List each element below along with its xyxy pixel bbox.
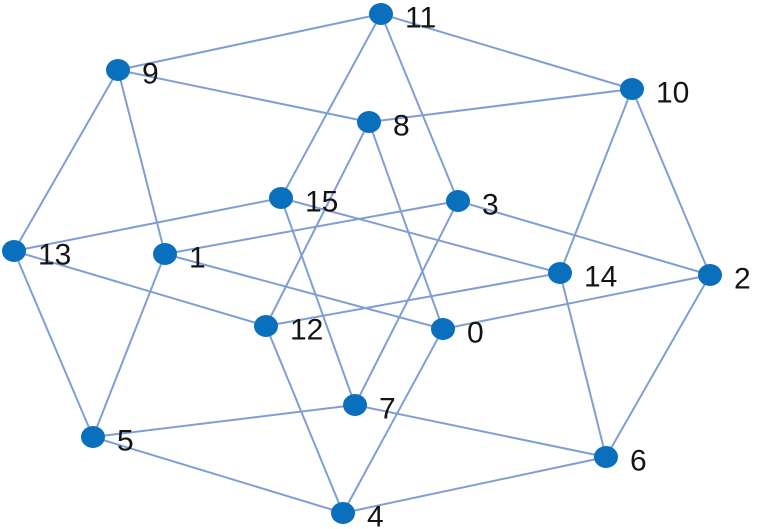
- edge-2-10: [631, 88, 711, 276]
- edge-10-11: [380, 13, 633, 90]
- node-label-8: 8: [393, 110, 410, 143]
- edge-7-15: [280, 197, 356, 406]
- edge-9-13: [13, 69, 119, 252]
- node-label-2: 2: [734, 263, 751, 296]
- node-label-15: 15: [305, 186, 338, 219]
- edge-1-5: [92, 253, 166, 438]
- node-label-5: 5: [117, 425, 134, 458]
- edge-6-7: [354, 404, 607, 458]
- node-9: [106, 59, 130, 81]
- node-label-1: 1: [189, 242, 206, 275]
- node-label-13: 13: [38, 239, 71, 272]
- node-6: [594, 446, 618, 468]
- node-label-12: 12: [290, 314, 323, 347]
- node-label-0: 0: [467, 317, 484, 350]
- edge-8-10: [368, 88, 633, 123]
- node-label-6: 6: [630, 445, 647, 478]
- node-3: [446, 190, 470, 212]
- node-11: [369, 3, 393, 25]
- edge-layer: [13, 13, 711, 514]
- edge-3-11: [380, 13, 459, 202]
- edge-5-13: [13, 250, 94, 438]
- node-15: [269, 187, 293, 209]
- edge-14-15: [280, 197, 561, 274]
- edge-0-2: [442, 274, 711, 330]
- node-label-3: 3: [482, 189, 499, 222]
- node-12: [254, 315, 278, 337]
- node-label-14: 14: [584, 261, 617, 294]
- node-1: [153, 243, 177, 265]
- node-10: [620, 78, 644, 100]
- node-label-7: 7: [379, 393, 396, 426]
- node-label-10: 10: [656, 77, 689, 110]
- edge-12-13: [13, 250, 267, 327]
- node-7: [343, 394, 367, 416]
- node-13: [2, 240, 26, 262]
- node-0: [431, 318, 455, 340]
- edge-2-6: [605, 274, 711, 458]
- node-2: [698, 264, 722, 286]
- node-14: [548, 262, 572, 284]
- edge-13-15: [13, 197, 282, 252]
- edge-5-7: [92, 404, 356, 438]
- edge-1-3: [164, 200, 459, 255]
- edge-0-8: [368, 121, 444, 330]
- edge-11-15: [280, 13, 382, 199]
- edge-3-7: [354, 200, 459, 406]
- node-4: [331, 502, 355, 524]
- node-8: [357, 111, 381, 133]
- edge-4-12: [265, 325, 344, 514]
- edge-0-1: [164, 253, 444, 330]
- edge-12-14: [265, 272, 561, 327]
- node-label-4: 4: [367, 501, 384, 529]
- edge-0-4: [342, 328, 444, 514]
- edge-4-6: [342, 456, 607, 514]
- edge-4-5: [92, 436, 344, 514]
- node-layer: [2, 3, 722, 524]
- edge-9-11: [117, 13, 382, 71]
- edge-10-14: [559, 88, 633, 274]
- node-label-9: 9: [142, 58, 159, 91]
- edge-2-3: [457, 200, 711, 276]
- edge-8-12: [265, 121, 370, 327]
- edge-6-14: [559, 272, 607, 458]
- node-5: [81, 426, 105, 448]
- node-label-11: 11: [405, 2, 436, 35]
